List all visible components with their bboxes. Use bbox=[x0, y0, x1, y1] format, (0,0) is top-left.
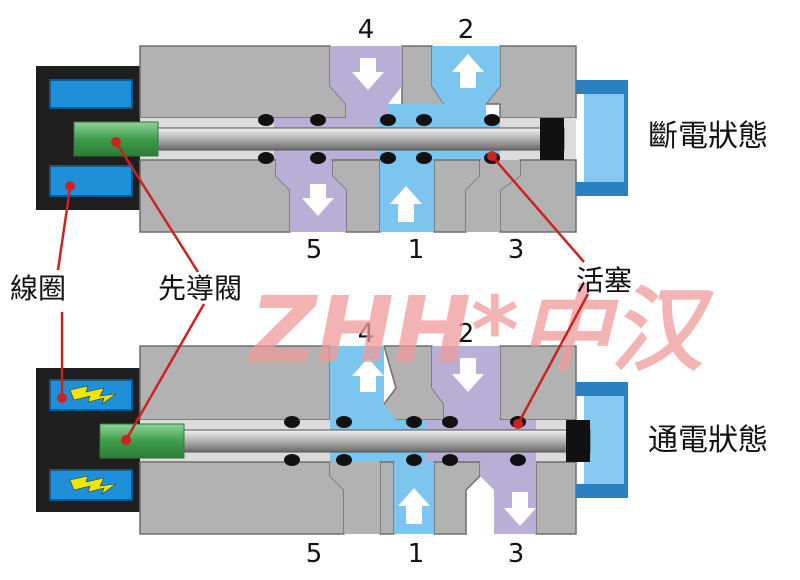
energized-bolt-icon bbox=[69, 475, 117, 495]
pilot-core-on bbox=[99, 423, 185, 459]
piston-block-on bbox=[566, 420, 590, 462]
leader-lines bbox=[56, 141, 590, 441]
leader-piston bbox=[491, 155, 585, 263]
seals-bottom bbox=[284, 416, 526, 466]
coil-label: 線圈 bbox=[10, 272, 66, 305]
arrow-up-port1-on bbox=[398, 488, 430, 524]
port-2-label-on: 2 bbox=[458, 319, 475, 349]
leader-pilot bbox=[114, 141, 200, 273]
arrow-down-port2-on bbox=[452, 358, 484, 392]
port-3-label-on: 3 bbox=[508, 539, 525, 569]
port-4-label: 4 bbox=[358, 15, 375, 45]
port-1-label: 1 bbox=[408, 235, 425, 265]
spool-rod bbox=[149, 127, 565, 151]
state-on-label: 通電狀態 bbox=[648, 423, 768, 458]
seals-top bbox=[258, 114, 500, 164]
piston-label: 活塞 bbox=[576, 264, 632, 297]
port3-channel bbox=[466, 160, 520, 232]
body-lower bbox=[139, 159, 291, 233]
body-lower-mid1-on bbox=[379, 461, 395, 535]
body-upper bbox=[139, 45, 347, 119]
leader-pilot-bottom bbox=[124, 303, 206, 441]
arrow-down-port3-on bbox=[504, 492, 536, 526]
body-lower-on bbox=[139, 461, 345, 535]
valve-off: 4 2 5 1 3 斷電狀態 bbox=[36, 15, 768, 265]
coil-upper bbox=[49, 79, 133, 109]
port-3-label: 3 bbox=[508, 235, 525, 265]
port-2-label: 2 bbox=[458, 15, 475, 45]
port-1-label-on: 1 bbox=[408, 539, 425, 569]
arrow-up-port4-on bbox=[352, 358, 384, 392]
watermark: ZHH*中汉 bbox=[247, 277, 714, 384]
state-off-label: 斷電狀態 bbox=[648, 119, 768, 154]
port5-channel-on bbox=[330, 462, 380, 534]
arrow-up-port2 bbox=[452, 54, 484, 88]
body-lower-right-on bbox=[535, 461, 577, 535]
arrow-down-port5 bbox=[302, 184, 334, 216]
arrow-down-port4 bbox=[352, 58, 384, 90]
spool-rod-on bbox=[175, 429, 591, 453]
leader-dots bbox=[57, 137, 523, 445]
port-4-label-on: 4 bbox=[358, 319, 375, 349]
coil-lower bbox=[49, 165, 133, 197]
piston-block bbox=[540, 118, 564, 160]
port-5-label-on: 5 bbox=[306, 539, 323, 569]
energized-bolt-icon bbox=[69, 385, 117, 405]
leader-piston-bottom bbox=[516, 293, 590, 425]
port-5-label: 5 bbox=[306, 235, 323, 265]
leader-coil bbox=[56, 187, 72, 271]
arrow-up-port1 bbox=[390, 186, 422, 222]
body-lower-mid2-on bbox=[433, 461, 481, 535]
pilot-valve-label: 先導閥 bbox=[158, 272, 242, 305]
